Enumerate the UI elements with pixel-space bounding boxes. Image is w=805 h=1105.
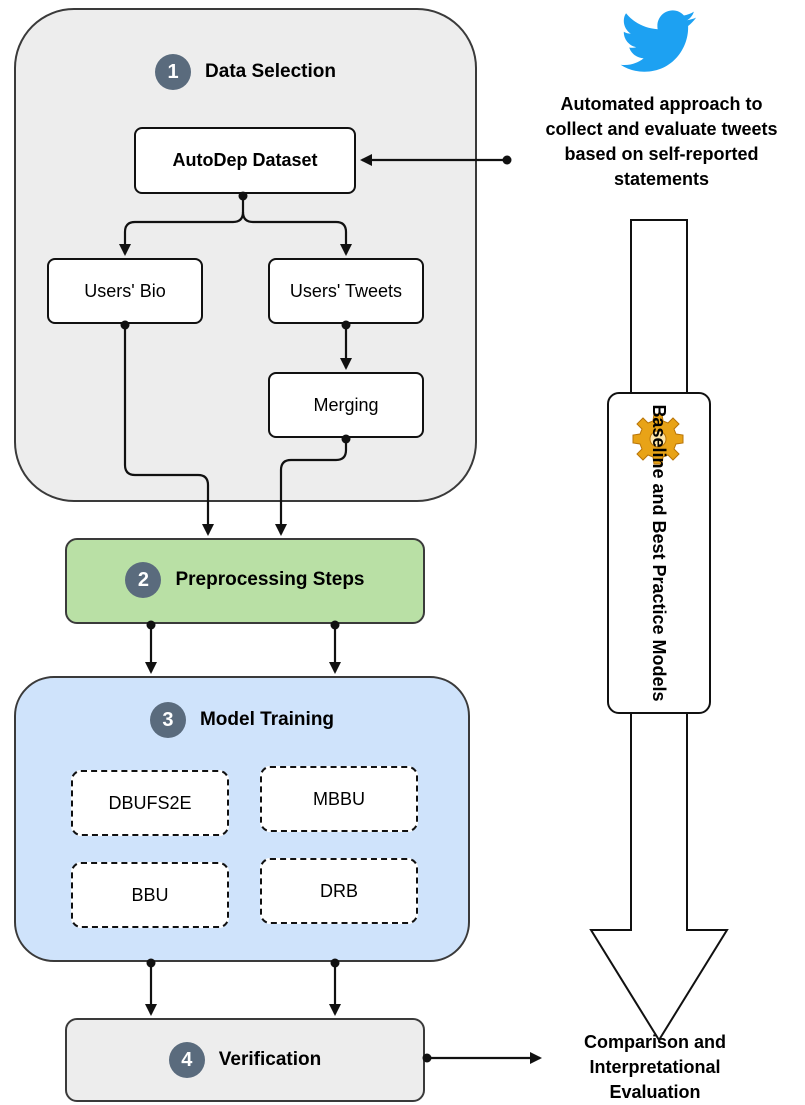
preprocessing-stage (65, 538, 425, 624)
step-number-badge: 1 (155, 54, 192, 90)
verification-stage (65, 1018, 425, 1102)
stage-title: Model Training (199, 709, 335, 730)
connector-dot (120, 320, 130, 330)
model-training-heading: 3 Model Training (14, 702, 470, 738)
baseline-models-box: Baseline and Best Practice Models (607, 392, 711, 714)
connector-dot (502, 155, 512, 165)
comparison-evaluation-text: Comparison and Interpretational Evaluati… (545, 1030, 765, 1105)
dataset-to-bio-arrow (119, 194, 245, 256)
comparison-evaluation-label: Comparison and Interpretational Evaluati… (583, 1032, 726, 1102)
preprocessing-heading: 2 Preprocessing Steps (65, 562, 425, 598)
connector-dot (330, 620, 340, 630)
pipeline-big-arrow (589, 219, 729, 1042)
autodep-dataset-box[interactable]: AutoDep Dataset (134, 127, 356, 194)
connector-dot (238, 191, 248, 201)
stage-title: Verification (218, 1049, 322, 1070)
twitter-bird-icon (620, 10, 697, 72)
automated-approach-label: Automated approach to collect and evalua… (545, 94, 778, 189)
connector-dot (146, 620, 156, 630)
connector-dot (341, 320, 351, 330)
stage-title: Data Selection (205, 61, 336, 82)
model-box[interactable]: BBU (71, 862, 229, 928)
automated-approach-text: Automated approach to collect and evalua… (518, 92, 805, 192)
step-number-badge: 2 (125, 562, 162, 598)
users-bio-box[interactable]: Users' Bio (47, 258, 203, 324)
gear-icon (632, 413, 684, 465)
merging-to-preprocessing-arrow (275, 438, 348, 536)
model-box[interactable]: DRB (260, 858, 418, 924)
connector-dot (422, 1053, 432, 1063)
stage-title: Preprocessing Steps (175, 569, 365, 590)
merging-box[interactable]: Merging (268, 372, 424, 438)
connector-dot (146, 958, 156, 968)
model-box[interactable]: DBUFS2E (71, 770, 229, 836)
dataset-to-tweets-arrow (241, 211, 352, 256)
model-box[interactable]: MBBU (260, 766, 418, 832)
step-number-badge: 3 (149, 702, 186, 738)
verification-heading: 4 Verification (65, 1042, 425, 1078)
connector-dot (341, 434, 351, 444)
connector-dot (330, 958, 340, 968)
data-selection-heading: 1 Data Selection (14, 54, 477, 90)
users-tweets-box[interactable]: Users' Tweets (268, 258, 424, 324)
step-number-badge: 4 (168, 1042, 205, 1078)
bio-to-preprocessing-arrow (123, 324, 214, 536)
